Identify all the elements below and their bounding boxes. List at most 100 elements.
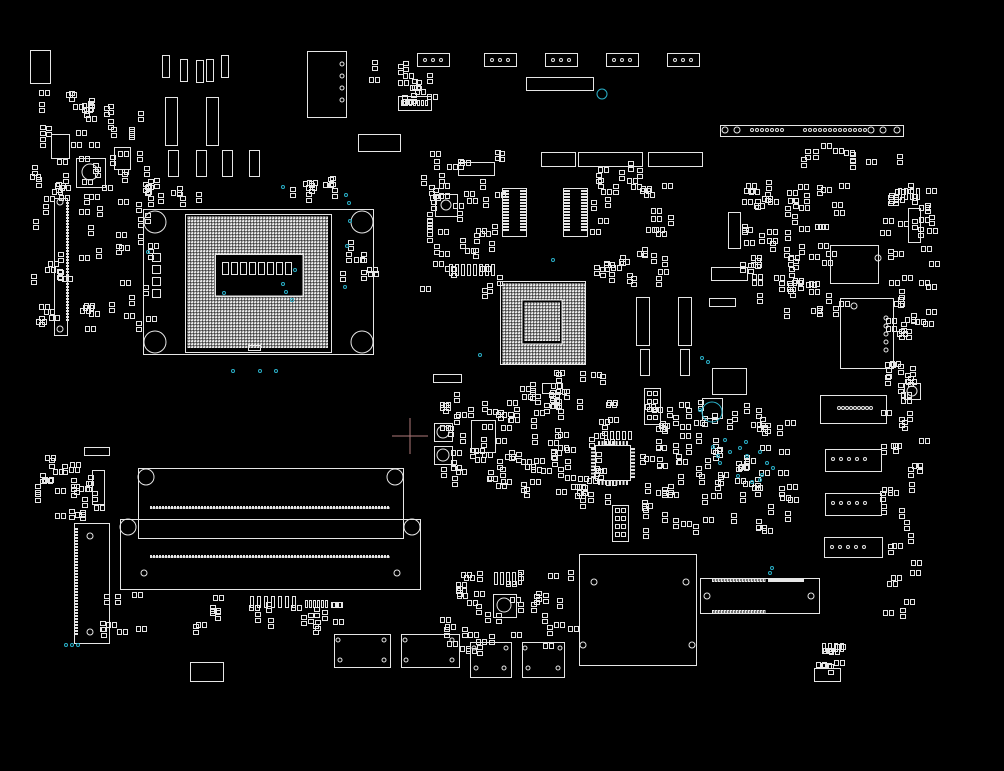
smd-pad: [488, 476, 494, 481]
pad: [541, 361, 544, 364]
pin: [724, 578, 727, 582]
smd-pad: [115, 594, 121, 599]
pad: [193, 219, 196, 222]
smd-pad: [551, 455, 557, 460]
smd-pad: [744, 240, 749, 246]
smd-pad: [754, 203, 759, 209]
pad: [533, 305, 536, 308]
pad: [247, 327, 250, 330]
connector-pin: [66, 301, 69, 303]
pad: [571, 310, 574, 313]
pad: [508, 331, 511, 334]
smd-pad: [148, 179, 154, 184]
smd-pad: [446, 425, 451, 431]
pad: [220, 234, 223, 237]
smd-pad: [512, 572, 516, 585]
smd-pad: [899, 251, 904, 257]
pad: [292, 225, 295, 228]
pad: [505, 334, 508, 337]
pad: [580, 286, 583, 289]
smd-pad: [889, 280, 894, 286]
pin: [818, 128, 822, 132]
smd-pad: [742, 224, 748, 229]
pad: [295, 303, 298, 306]
smd-pad: [702, 500, 708, 505]
pad: [520, 286, 523, 289]
pad: [565, 310, 568, 313]
smd-pad: [118, 169, 123, 175]
pad: [574, 316, 577, 319]
smd-pad: [751, 458, 756, 464]
pad: [190, 282, 193, 285]
pad: [277, 321, 280, 324]
pad: [271, 315, 274, 318]
pad: [226, 237, 229, 240]
smd-pad: [824, 224, 829, 230]
connector-pin: [66, 271, 69, 273]
pad: [232, 231, 235, 234]
mounting-hole: [590, 578, 598, 586]
pin: [503, 645, 509, 651]
pad: [208, 264, 211, 267]
pad: [235, 300, 238, 303]
pad: [304, 222, 307, 225]
smd-pad: [678, 474, 684, 479]
pad: [574, 310, 577, 313]
connector-pin: [66, 214, 69, 216]
dimm-pin: [195, 506, 197, 509]
pad: [524, 314, 527, 317]
smd-pad: [473, 254, 479, 259]
chip-pin: [520, 223, 526, 225]
smd-pad: [844, 150, 849, 156]
pad: [196, 249, 199, 252]
pad: [250, 216, 253, 219]
pad: [562, 313, 565, 316]
pad: [310, 306, 313, 309]
dimm-pin: [312, 555, 314, 558]
pad: [283, 303, 286, 306]
smd-pad: [656, 282, 662, 287]
pad: [193, 276, 196, 279]
pad: [505, 304, 508, 307]
dimm-pin: [234, 506, 236, 509]
smd-pad: [45, 455, 50, 461]
smd-pad: [577, 405, 583, 410]
pad: [208, 333, 211, 336]
pad: [547, 289, 550, 292]
pad: [262, 330, 265, 333]
pad: [562, 307, 565, 310]
dimm-pin: [285, 506, 287, 509]
smd-pad: [660, 421, 666, 426]
pin: [796, 578, 798, 582]
chip-pin: [608, 481, 611, 485]
pin: [402, 637, 408, 643]
pad: [202, 297, 205, 300]
smd-pad: [433, 261, 438, 267]
pin: [730, 578, 733, 582]
pad: [217, 315, 220, 318]
connector-pin: [75, 603, 78, 605]
smd-pad: [840, 660, 845, 666]
smd-pad: [894, 490, 899, 496]
pad: [511, 355, 514, 358]
smd-pad: [732, 417, 738, 422]
pad: [214, 234, 217, 237]
pad: [283, 312, 286, 315]
dimm-slot-divider: [138, 519, 404, 539]
pad: [505, 298, 508, 301]
connector-pin: [75, 558, 78, 560]
pad: [514, 307, 517, 310]
pad: [533, 314, 536, 317]
pad: [574, 328, 577, 331]
pad: [274, 249, 277, 252]
pad: [205, 300, 208, 303]
pad: [235, 324, 238, 327]
pad: [205, 261, 208, 264]
pad: [256, 219, 259, 222]
dimm-pin: [231, 506, 233, 509]
pad: [229, 216, 232, 219]
pad: [208, 318, 211, 321]
pin: [845, 406, 849, 410]
pad: [259, 240, 262, 243]
pad: [220, 318, 223, 321]
